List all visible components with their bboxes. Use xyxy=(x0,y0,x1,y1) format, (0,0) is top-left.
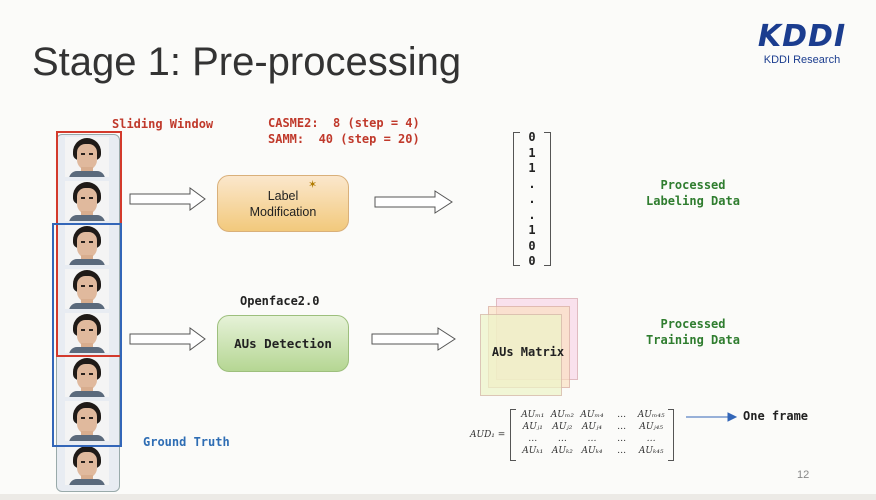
arrow-aus-to-matrix xyxy=(371,327,456,351)
formula-cell: … xyxy=(617,410,627,420)
processed-labeling-data-label: Processed Labeling Data xyxy=(641,177,745,209)
processed-training-line2: Training Data xyxy=(646,333,740,347)
formula-cell: AUⱼ₄ xyxy=(581,422,603,432)
formula-cell: AUₖ₂ xyxy=(551,446,573,456)
vector-bracket-right xyxy=(544,132,551,266)
formula-bracket-right xyxy=(668,409,674,461)
matrix-layer xyxy=(480,314,562,396)
formula-lhs: AUD₁ = xyxy=(470,430,506,440)
vector-entry: 1 xyxy=(528,161,536,175)
formula-cell: AUₘ₂ xyxy=(550,410,574,420)
formula-row: AUⱼ₁ AUⱼ₂ AUⱼ₄ … AUⱼ₄₅ xyxy=(518,422,666,432)
aus-detection-box: AUs Detection xyxy=(217,315,349,372)
face-frame-image xyxy=(65,313,109,353)
aus-matrix-label: AUs Matrix xyxy=(491,345,565,359)
formula-cell: AUₖ₄₅ xyxy=(638,446,664,456)
ground-truth-box xyxy=(52,223,122,447)
formula-cell: AUⱼ₄₅ xyxy=(639,422,664,432)
face-frame-image xyxy=(65,137,109,177)
formula-cell: … xyxy=(617,422,627,432)
sparkle-icon: ✶ xyxy=(308,179,318,191)
processed-training-line1: Processed xyxy=(660,317,726,331)
vector-entry: 0 xyxy=(528,238,536,253)
bottom-rule xyxy=(0,494,876,500)
slide-title: Stage 1: Pre-processing xyxy=(32,40,462,84)
sliding-window-label: Sliding Window xyxy=(112,117,214,131)
aud-formula: AUD₁ = AUₘ₁ AUₘ₂ AUₘ₄ … AUₘ₄₅ AUⱼ₁ AUⱼ₂ … xyxy=(470,406,685,464)
formula-cell: AUₘ₄₅ xyxy=(637,410,665,420)
kddi-logo-subtitle: KDDI Research xyxy=(763,54,841,66)
formula-cell: AUⱼ₁ xyxy=(522,422,543,432)
page-number: 12 xyxy=(797,469,810,481)
vector-entry: . xyxy=(528,176,536,191)
aus-detection-label: AUs Detection xyxy=(234,335,332,351)
kddi-logo: KDDI KDDI Research xyxy=(752,19,852,67)
vector-entry: 0 xyxy=(528,254,536,268)
vector-entry: 1 xyxy=(528,145,536,160)
formula-cell: AUₖ₁ xyxy=(522,446,544,456)
processed-training-data-label: Processed Training Data xyxy=(641,316,745,348)
ground-truth-label: Ground Truth xyxy=(143,435,230,449)
vector-entry: . xyxy=(528,207,536,222)
openface-label: Openface2.0 xyxy=(240,294,320,308)
one-frame-label: One frame xyxy=(743,409,809,423)
label-modification-box: Label Modification xyxy=(217,175,349,232)
formula-cell: … xyxy=(587,434,597,444)
processed-labeling-line1: Processed xyxy=(660,178,726,192)
vector-entry: 0 xyxy=(528,130,536,144)
formula-cell: … xyxy=(617,446,627,456)
formula-cell: AUₖ₄ xyxy=(581,446,603,456)
formula-cell: … xyxy=(617,434,627,444)
formula-row: AUₖ₁ AUₖ₂ AUₖ₄ … AUₖ₄₅ xyxy=(518,446,666,456)
vector-bracket-left xyxy=(513,132,520,266)
formula-bracket-left xyxy=(510,409,516,461)
face-frame-strip xyxy=(56,134,120,492)
formula-cell: … xyxy=(528,434,538,444)
vector-entry: . xyxy=(528,192,536,206)
arrow-strip-to-label xyxy=(129,187,206,211)
formula-cell: … xyxy=(646,434,656,444)
label-modification-line1: Label xyxy=(267,188,299,203)
vector-entry: 1 xyxy=(528,223,536,237)
face-frame-image xyxy=(65,401,109,441)
arrow-strip-to-aus xyxy=(129,327,206,351)
face-frame-image xyxy=(65,181,109,221)
formula-cell: AUⱼ₂ xyxy=(552,422,573,432)
face-frame-image xyxy=(65,445,109,485)
samm-window-label: SAMM: 40 (step = 20) xyxy=(268,132,420,146)
formula-cell: AUₘ₁ xyxy=(521,410,545,420)
processed-labeling-line2: Labeling Data xyxy=(646,194,740,208)
arrow-label-to-vector xyxy=(374,190,453,214)
formula-cell: AUₘ₄ xyxy=(580,410,604,420)
formula-row: … … … … … xyxy=(518,434,666,444)
formula-row: AUₘ₁ AUₘ₂ AUₘ₄ … AUₘ₄₅ xyxy=(518,410,666,420)
face-frame-image xyxy=(65,357,109,397)
label-modification-line2: Modification xyxy=(249,204,317,219)
casme-window-label: CASME2: 8 (step = 4) xyxy=(268,116,420,130)
kddi-logo-mark: KDDI xyxy=(757,19,847,54)
face-frame-image xyxy=(65,269,109,309)
label-vector: 0 1 1 . . . 1 0 0 xyxy=(522,130,542,270)
face-frame-image xyxy=(65,225,109,265)
formula-cell: … xyxy=(557,434,567,444)
